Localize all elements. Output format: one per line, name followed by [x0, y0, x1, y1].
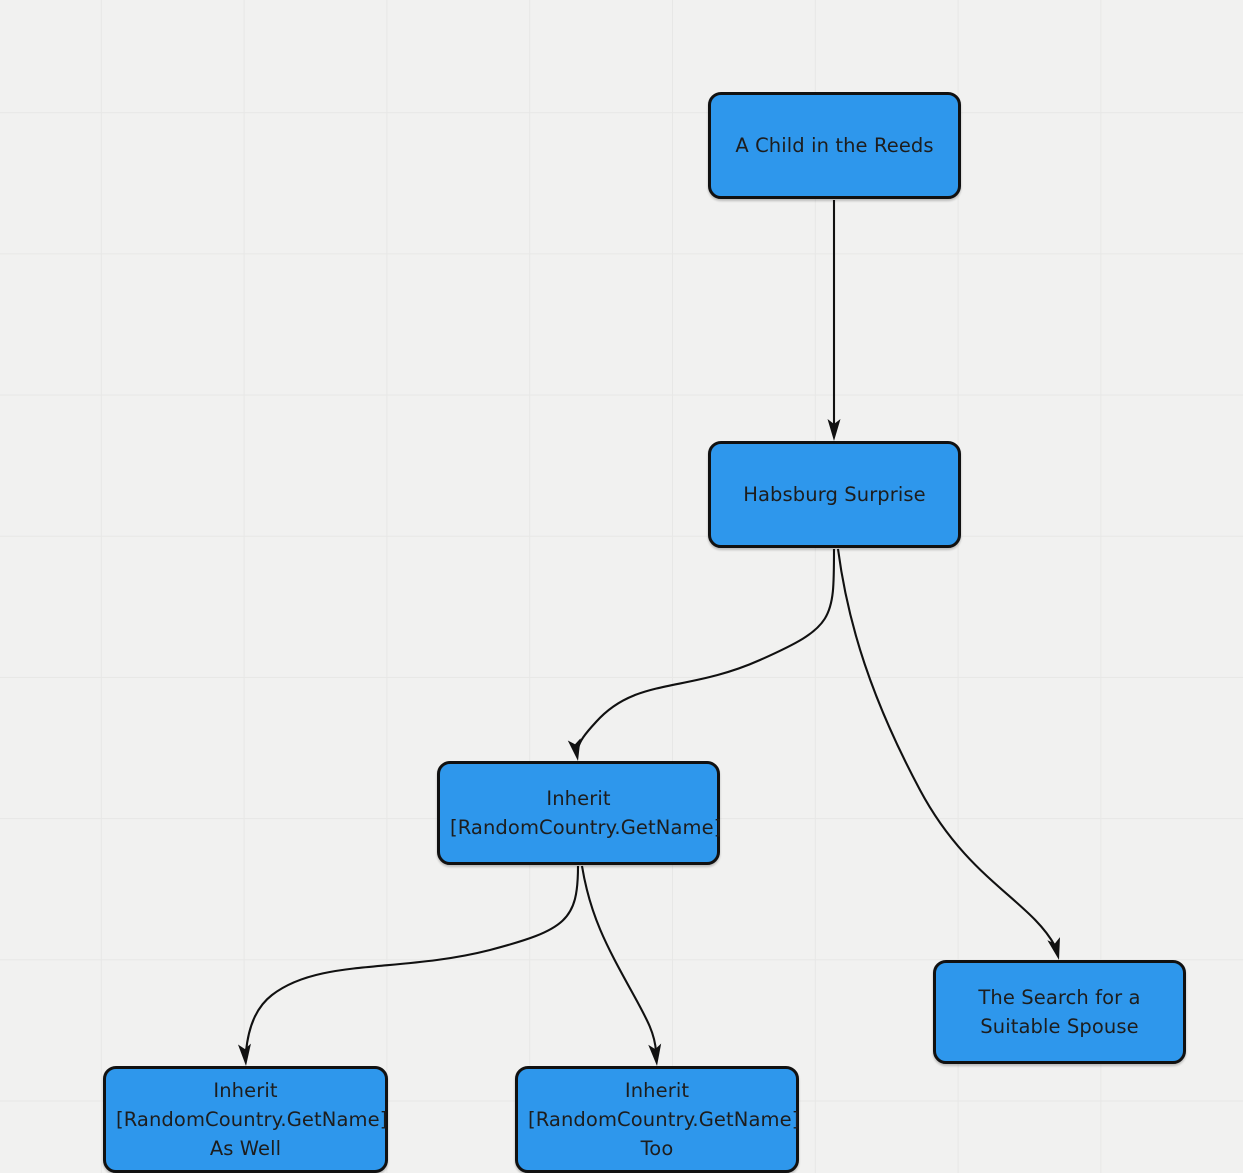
edge-line	[836, 548, 1056, 947]
graph-node-label: Inherit [RandomCountry.GetName] Too	[528, 1079, 800, 1160]
edge-line	[576, 548, 836, 749]
graph-node-label: A Child in the Reeds	[735, 134, 934, 157]
edge-line	[580, 865, 658, 1053]
edge-arrowhead-icon	[237, 1043, 251, 1066]
graph-node-label: Inherit [RandomCountry.GetName] As Well	[116, 1079, 388, 1160]
graph-edge-edge-habsburg-to-inherit	[567, 548, 836, 761]
edge-line	[244, 865, 580, 1053]
graph-edge-edge-habsburg-to-spouse	[836, 548, 1060, 960]
edge-arrowhead-icon	[567, 738, 581, 761]
edge-arrowhead-icon	[827, 419, 841, 441]
graph-node-inherit-randomcountry-getname-too[interactable]: Inherit [RandomCountry.GetName] Too	[515, 1066, 799, 1173]
graph-node-inherit-randomcountry-getname-as-well[interactable]: Inherit [RandomCountry.GetName] As Well	[103, 1066, 388, 1173]
graph-edge-edge-inherit-to-aswell	[237, 865, 580, 1066]
graph-node-child-in-the-reeds[interactable]: A Child in the Reeds	[708, 92, 961, 199]
graph-node-habsburg-surprise[interactable]: Habsburg Surprise	[708, 441, 961, 548]
graph-node-inherit-randomcountry-getname[interactable]: Inherit [RandomCountry.GetName]	[437, 761, 722, 865]
edge-arrowhead-icon	[648, 1043, 662, 1066]
graph-edge-edge-reeds-to-habsburg	[827, 200, 841, 441]
graph-node-label: Inherit [RandomCountry.GetName]	[450, 787, 722, 839]
graph-node-label: The Search for a Suitable Spouse	[978, 986, 1141, 1038]
graph-node-search-for-suitable-spouse[interactable]: The Search for a Suitable Spouse	[933, 960, 1186, 1064]
graph-node-label: Habsburg Surprise	[743, 483, 926, 506]
graph-edge-edge-inherit-to-too	[580, 865, 662, 1066]
edge-arrowhead-icon	[1047, 937, 1060, 960]
